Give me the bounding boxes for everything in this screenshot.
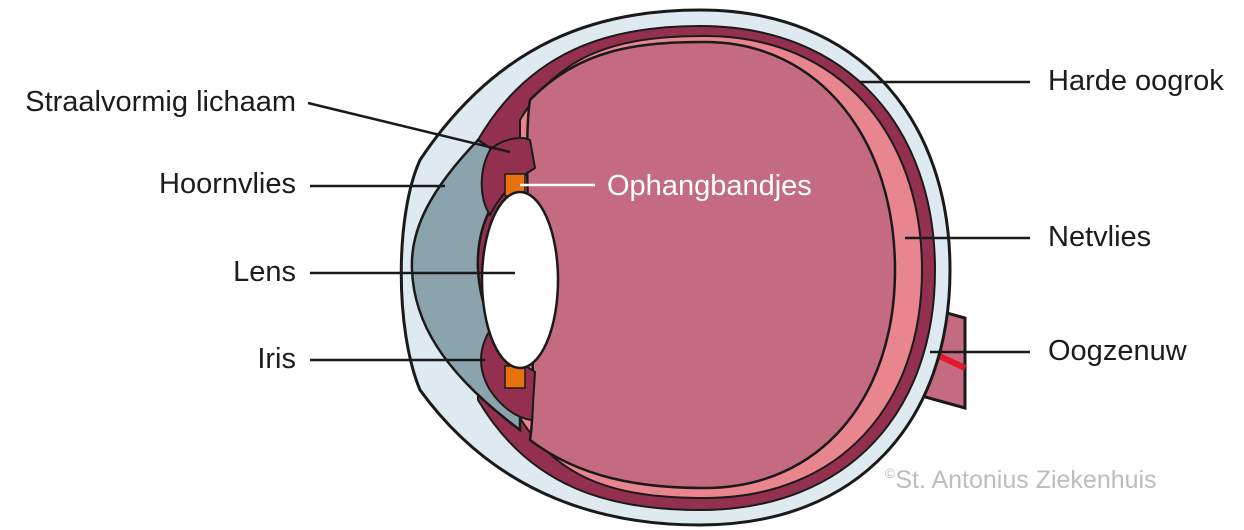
copyright-symbol: © bbox=[885, 465, 895, 481]
credit-text: St. Antonius Ziekenhuis bbox=[895, 466, 1156, 494]
label-hoornvlies: Hoornvlies bbox=[159, 170, 296, 199]
copyright-credit: ©St. Antonius Ziekenhuis bbox=[885, 468, 1157, 493]
label-harde-oogrok: Harde oogrok bbox=[1048, 67, 1224, 96]
label-iris: Iris bbox=[257, 345, 296, 374]
label-ophangbandjes: Ophangbandjes bbox=[607, 172, 812, 201]
label-lens: Lens bbox=[233, 258, 296, 287]
label-netvlies: Netvlies bbox=[1048, 223, 1151, 252]
label-oogzenuw: Oogzenuw bbox=[1048, 337, 1187, 366]
lens bbox=[482, 192, 558, 368]
label-straalvormig-lichaam: Straalvormig lichaam bbox=[25, 88, 296, 117]
zonule-lower bbox=[505, 366, 525, 388]
vitreous-body bbox=[527, 42, 895, 488]
